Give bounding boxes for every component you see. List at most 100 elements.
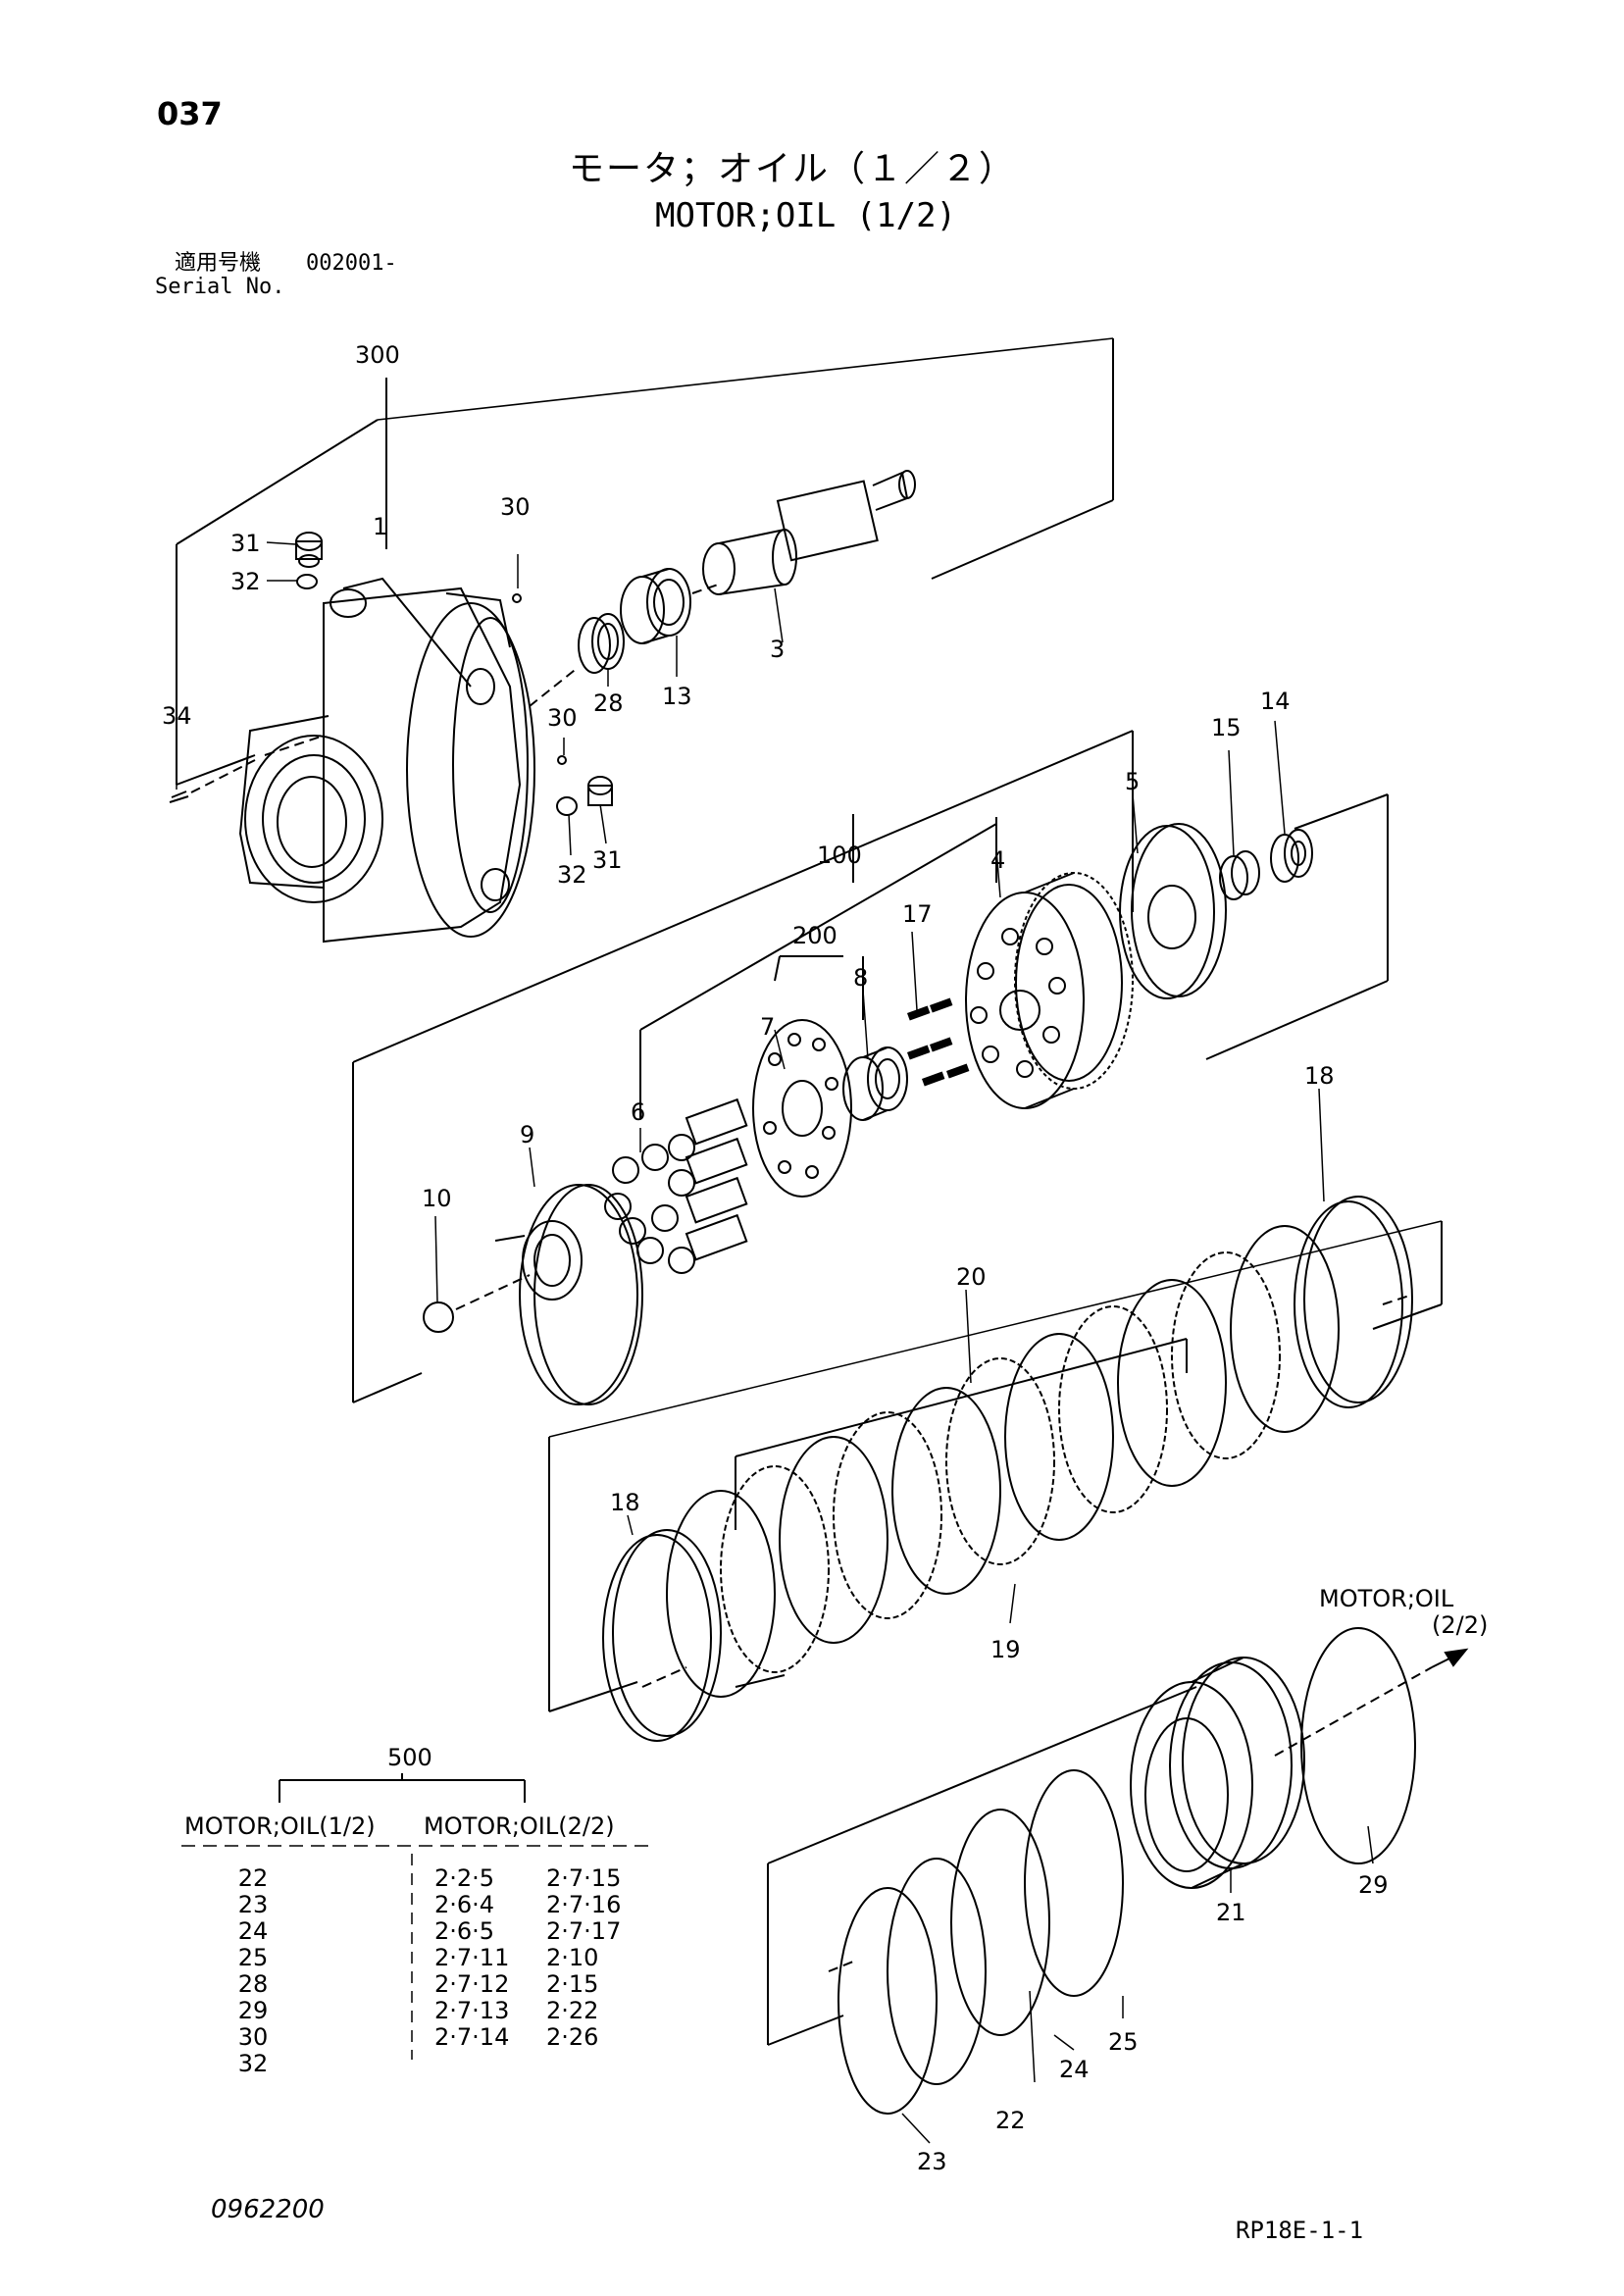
- bearing-14: [1270, 829, 1313, 883]
- document-number: 0962200: [211, 2195, 325, 2224]
- callout-7: 7: [760, 1013, 775, 1041]
- kit-row-ref-b: 2·10: [546, 1944, 598, 1971]
- link-page: (2/2): [1432, 1611, 1488, 1639]
- pin-30-top: [512, 593, 522, 603]
- kit-row-ref-a: 2·7·13: [434, 1997, 509, 2024]
- kit-row-ref-a: 2·2·5: [434, 1864, 494, 1892]
- callout-9: 9: [520, 1121, 534, 1148]
- callout-24: 24: [1059, 2056, 1090, 2083]
- bearing-13: [620, 568, 691, 644]
- callout-32-top: 32: [230, 568, 261, 595]
- separator-plates-19: [666, 1225, 1340, 1698]
- ball-10: [423, 1301, 454, 1333]
- callout-15: 15: [1211, 714, 1242, 741]
- leader-lines: [176, 512, 1374, 2144]
- callout-22: 22: [995, 2107, 1026, 2134]
- kit-row-ref-a: 2·7·12: [434, 1970, 509, 1998]
- kit-row-ref-a: 2·7·14: [434, 2023, 509, 2051]
- kit-row-part: 24: [238, 1917, 269, 1945]
- serial-number-value: 002001-: [306, 251, 397, 276]
- kit-row-part: 23: [238, 1891, 269, 1918]
- callout-18-left: 18: [610, 1489, 640, 1516]
- retainer-8: [842, 1046, 908, 1121]
- kit-row-ref-b: 2·7·16: [546, 1891, 621, 1918]
- kit-row-part: 22: [238, 1864, 269, 1892]
- kit-row-ref-a: 2·6·5: [434, 1917, 494, 1945]
- piston-assy-6: [604, 1097, 748, 1274]
- brake-piston-21: [1130, 1657, 1305, 1889]
- kit-row-ref-b: 2·7·17: [546, 1917, 621, 1945]
- rotary-group-100: [352, 730, 1389, 1403]
- kit-row-part: 28: [238, 1970, 269, 1998]
- callout-10: 10: [422, 1185, 452, 1212]
- kit-row-ref-a: 2·6·4: [434, 1891, 494, 1918]
- group-200-bracket: [774, 955, 864, 1020]
- cylinder-block-4: [965, 872, 1134, 1109]
- kit-row-part: 30: [238, 2023, 269, 2051]
- kit-col2-header: MOTOR;OIL(2/2): [424, 1812, 615, 1840]
- kit-row-ref-b: 2·22: [546, 1997, 598, 2024]
- callout-labels: 300 1 30 31 32 34 3 28 13 30 31 32 5 15 …: [162, 341, 1389, 2175]
- callout-18-right: 18: [1304, 1062, 1335, 1090]
- callout-21: 21: [1216, 1899, 1246, 1926]
- callout-4: 4: [990, 846, 1005, 874]
- callout-31-top: 31: [230, 530, 261, 557]
- valve-plate-5: [1119, 823, 1227, 999]
- seal-28: [578, 613, 625, 674]
- o-ring-32-top: [296, 574, 318, 589]
- kit-col1-header: MOTOR;OIL(1/2): [184, 1812, 376, 1840]
- callout-25: 25: [1108, 2028, 1139, 2056]
- clutch-plates-box: [548, 1220, 1443, 1712]
- reference-code: RP18E-1-1: [1236, 2217, 1364, 2244]
- plug-31-top: [295, 532, 323, 568]
- springs-17: [907, 997, 970, 1087]
- retainer-plate-7: [752, 1019, 852, 1198]
- kit-row-ref-b: 2·15: [546, 1970, 598, 1998]
- callout-20: 20: [956, 1263, 987, 1291]
- callout-30-top: 30: [500, 493, 531, 521]
- page-number: 037: [157, 95, 223, 132]
- plug-34: [169, 791, 189, 803]
- motor-housing: [238, 577, 535, 944]
- plug-31-side: [587, 776, 613, 806]
- kit-number: 500: [387, 1744, 432, 1771]
- callout-200: 200: [792, 922, 837, 949]
- kit-row-part: 29: [238, 1997, 269, 2024]
- housing-group-300: [176, 337, 1114, 786]
- callout-300: 300: [355, 341, 400, 369]
- callout-8: 8: [853, 964, 868, 992]
- pin-30-side: [557, 755, 567, 765]
- bearing-15: [1219, 850, 1260, 900]
- friction-plates-20: [720, 1251, 1281, 1673]
- callout-6: 6: [631, 1098, 645, 1126]
- callout-28: 28: [593, 689, 624, 717]
- kit-row-part: 32: [238, 2050, 269, 2077]
- callout-100: 100: [817, 842, 862, 869]
- kit-500-table: 500 MOTOR;OIL(1/2) MOTOR;OIL(2/2) 22 2·2·…: [181, 1744, 652, 2077]
- end-plate-18-right: [1294, 1196, 1413, 1408]
- page-title-english: MOTOR;OIL (1/2): [655, 196, 957, 235]
- callout-19: 19: [990, 1636, 1021, 1663]
- drive-shaft-3: [702, 470, 916, 595]
- callout-5: 5: [1125, 768, 1140, 795]
- callout-17: 17: [902, 900, 933, 928]
- o-ring-32-side: [556, 796, 578, 816]
- callout-14: 14: [1260, 688, 1291, 715]
- link-label: MOTOR;OIL: [1319, 1585, 1454, 1612]
- serial-label-english: Serial No.: [155, 275, 285, 299]
- swash-plate-9: [494, 1184, 643, 1405]
- rings-22-25: [837, 1769, 1124, 2115]
- callout-32-side: 32: [557, 861, 587, 889]
- link-to-page-2: MOTOR;OIL (2/2): [1319, 1585, 1488, 1639]
- callout-31-side: 31: [592, 846, 623, 874]
- callout-29: 29: [1358, 1871, 1389, 1899]
- callout-13: 13: [662, 683, 692, 710]
- kit-row-ref-b: 2·26: [546, 2023, 598, 2051]
- callout-3: 3: [770, 636, 785, 663]
- o-ring-29: [1300, 1627, 1416, 1864]
- end-plate-18-left: [602, 1529, 722, 1742]
- page-title-japanese: モータ；オイル（１／２）: [569, 149, 1017, 189]
- callout-34: 34: [162, 702, 192, 730]
